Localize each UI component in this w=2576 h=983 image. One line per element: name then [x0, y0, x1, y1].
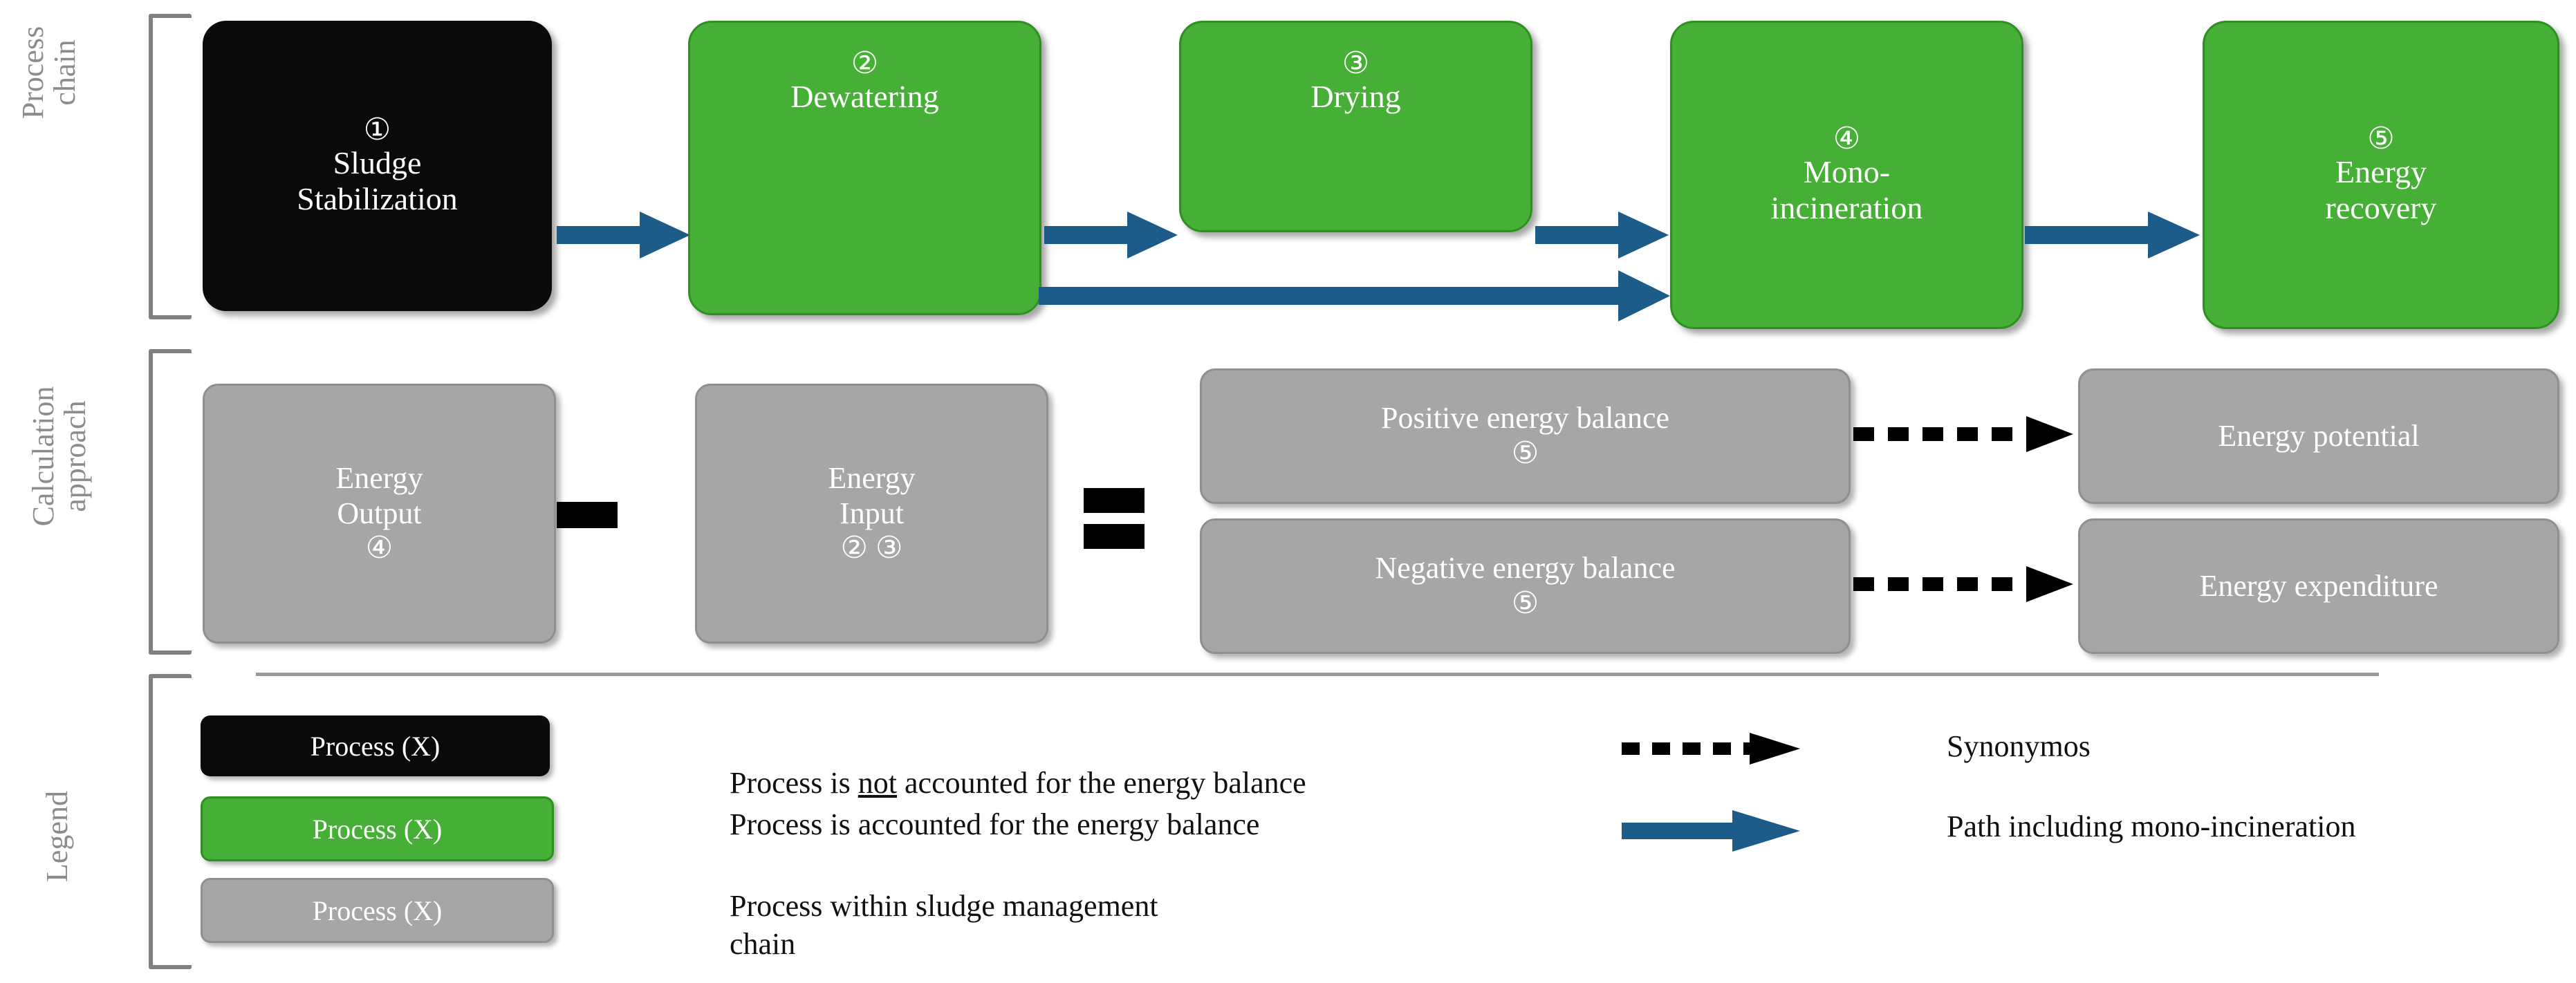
process-box-energy-recovery[interactable]: ⑤ Energy recovery	[2203, 21, 2559, 329]
legend-description-not-accounted: Process is not accounted for the energy …	[730, 726, 1594, 802]
row-label-legend: Legend	[40, 791, 74, 882]
legend-swatch-label: Process (X)	[312, 813, 443, 845]
process-number: ③	[1342, 46, 1370, 81]
process-label: Dewatering	[790, 79, 939, 115]
calc-box-energy-expenditure[interactable]: Energy expenditure	[2078, 518, 2559, 654]
flow-arrow-2-to-3	[1044, 212, 1178, 259]
flow-arrow-1-to-2	[557, 212, 690, 259]
bracket-calculation-approach	[149, 349, 192, 655]
calc-box-label: Energy Input	[828, 461, 916, 530]
calc-box-numbers: ② ③	[840, 531, 903, 565]
balance-numbers: ⑤	[1511, 436, 1539, 470]
legend-swatch-label: Process (X)	[312, 895, 443, 926]
legend-desc-emphasis: not	[858, 766, 898, 800]
process-box-drying[interactable]: ③ Drying	[1179, 21, 1532, 232]
equals-operator-symbol-top	[1084, 488, 1145, 513]
balance-label: Negative energy balance	[1375, 551, 1676, 586]
process-box-sludge-stabilization[interactable]: ① Sludge Stabilization	[203, 21, 552, 311]
process-box-dewatering[interactable]: ② Dewatering	[688, 21, 1041, 315]
legend-arrow-label-synonymos: Synonymos	[1947, 729, 2091, 763]
calc-box-label: Energy Output	[335, 461, 423, 530]
process-number: ①	[363, 113, 391, 147]
process-label: Drying	[1310, 79, 1401, 115]
equals-operator-symbol-bottom	[1084, 524, 1145, 549]
process-number: ④	[1833, 122, 1861, 156]
process-label: Energy recovery	[2325, 154, 2437, 225]
legend-swatch-not-accounted: Process (X)	[201, 715, 550, 776]
synonym-arrow-negative	[1853, 566, 2073, 602]
legend-dashed-arrow-icon	[1622, 733, 1800, 765]
legend-desc-pre: Process is	[730, 766, 858, 800]
process-label: Mono- incineration	[1770, 154, 1923, 225]
legend-swatch-label: Process (X)	[310, 730, 441, 762]
result-label: Energy potential	[2218, 418, 2420, 453]
row-label-calculation-approach: Calculation approach	[26, 386, 93, 527]
legend-description-sludge-chain: Process within sludge management chain	[730, 889, 1158, 961]
legend-solid-arrow-icon	[1622, 810, 1800, 852]
legend-arrow-label-path-mono-incineration: Path including mono-incineration	[1947, 809, 2356, 843]
process-label: Sludge Stabilization	[297, 145, 458, 216]
balance-numbers: ⑤	[1511, 586, 1539, 620]
minus-operator-symbol	[557, 502, 618, 528]
legend-desc-post: accounted for the energy balance	[897, 766, 1306, 800]
legend-divider	[256, 673, 2379, 676]
flow-arrow-bypass-dewatering-to-mono-incineration	[1039, 270, 1670, 321]
legend-swatch-accounted: Process (X)	[201, 796, 554, 861]
calc-box-energy-input[interactable]: Energy Input ② ③	[695, 384, 1048, 644]
flow-arrow-3-to-4	[1535, 212, 1669, 259]
calc-box-energy-potential[interactable]: Energy potential	[2078, 368, 2559, 504]
bracket-process-chain	[149, 14, 192, 319]
synonym-arrow-positive	[1853, 416, 2073, 452]
process-box-mono-incineration[interactable]: ④ Mono- incineration	[1670, 21, 2023, 329]
calc-box-positive-energy-balance[interactable]: Positive energy balance ⑤	[1200, 368, 1851, 504]
calc-box-negative-energy-balance[interactable]: Negative energy balance ⑤	[1200, 518, 1851, 654]
balance-label: Positive energy balance	[1380, 401, 1670, 436]
flow-arrow-4-to-5	[2025, 212, 2200, 259]
process-number: ⑤	[2367, 122, 2395, 156]
row-label-process-chain: Process chain	[16, 26, 82, 120]
calc-box-numbers: ④	[365, 531, 393, 565]
result-label: Energy expenditure	[2199, 568, 2438, 603]
legend-description-accounted: Process is accounted for the energy bala…	[730, 807, 1260, 841]
process-number: ②	[851, 46, 879, 81]
bracket-legend	[149, 674, 192, 969]
legend-swatch-sludge-chain: Process (X)	[201, 878, 554, 943]
calc-box-energy-output[interactable]: Energy Output ④	[203, 384, 556, 644]
